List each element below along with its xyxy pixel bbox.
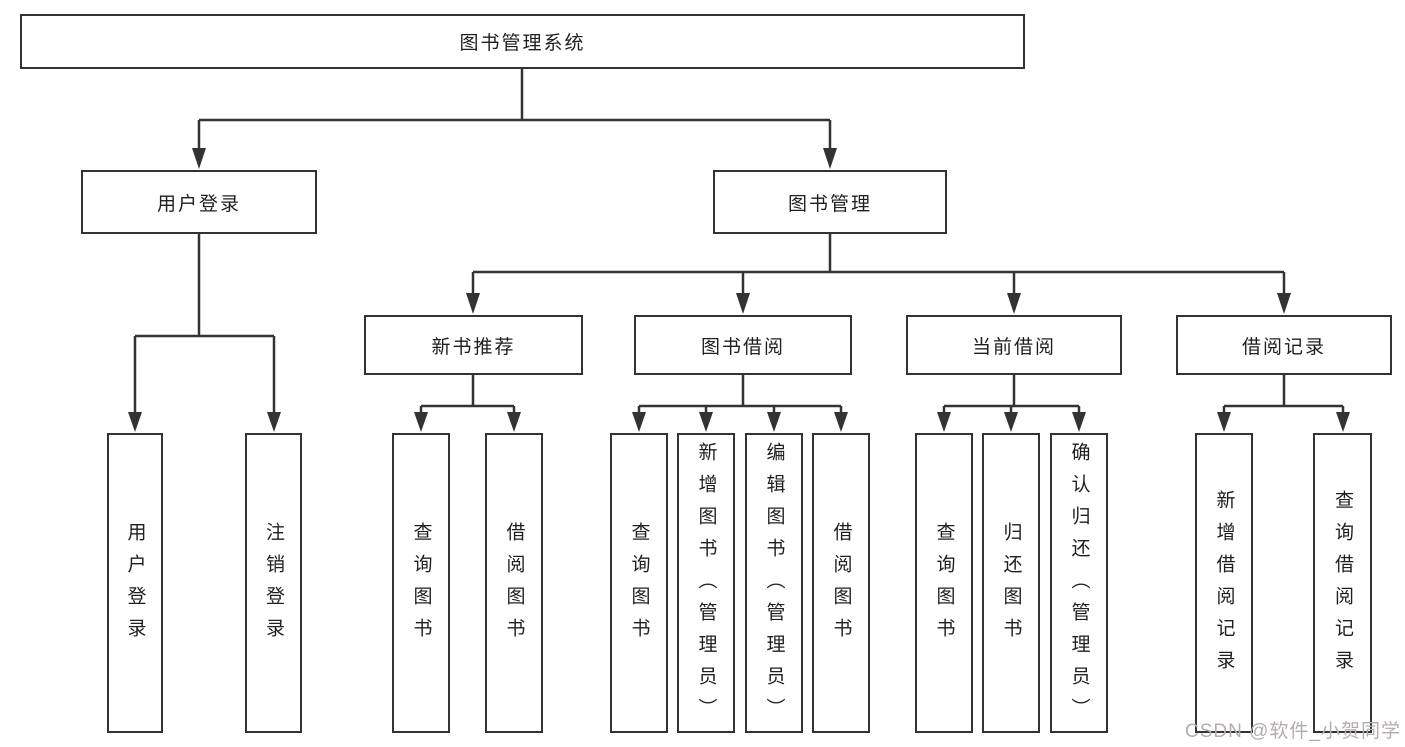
leaf-borrow-book: 借阅图书 <box>812 433 870 733</box>
connector-user-login <box>133 234 276 414</box>
leaf-confirm-return-admin: 确认归还（管理员） <box>1050 433 1108 733</box>
node-new-book-recommend: 新书推荐 <box>364 315 583 375</box>
connector-book-mgmt <box>471 234 1286 295</box>
leaf-query-borrow-record: 查询借阅记录 <box>1313 433 1372 733</box>
node-book-management: 图书管理 <box>713 170 947 234</box>
leaf-query-book-current: 查询图书 <box>915 433 973 733</box>
leaf-return-book: 归还图书 <box>982 433 1040 733</box>
connector-current-borrow <box>942 375 1081 414</box>
leaf-add-book-admin: 新增图书（管理员） <box>677 433 735 733</box>
node-borrow-records: 借阅记录 <box>1176 315 1392 375</box>
connector-borrow-records <box>1222 375 1345 414</box>
node-library-system: 图书管理系统 <box>20 14 1025 69</box>
node-current-borrow: 当前借阅 <box>906 315 1122 375</box>
leaf-logout: 注销登录 <box>245 433 302 733</box>
leaf-query-book-recommend: 查询图书 <box>392 433 450 733</box>
leaf-add-borrow-record: 新增借阅记录 <box>1195 433 1253 733</box>
leaf-borrow-book-recommend: 借阅图书 <box>485 433 543 733</box>
connector-book-borrow <box>637 375 843 414</box>
node-user-login: 用户登录 <box>81 170 317 234</box>
node-book-borrow: 图书借阅 <box>634 315 852 375</box>
leaf-user-login: 用户登录 <box>107 433 163 733</box>
leaf-query-book-borrow: 查询图书 <box>610 433 668 733</box>
connector-root <box>197 69 832 150</box>
csdn-watermark: CSDN @软件_小贺同学 <box>1185 721 1401 742</box>
leaf-edit-book-admin: 编辑图书（管理员） <box>745 433 803 733</box>
connector-new-book <box>419 375 516 414</box>
